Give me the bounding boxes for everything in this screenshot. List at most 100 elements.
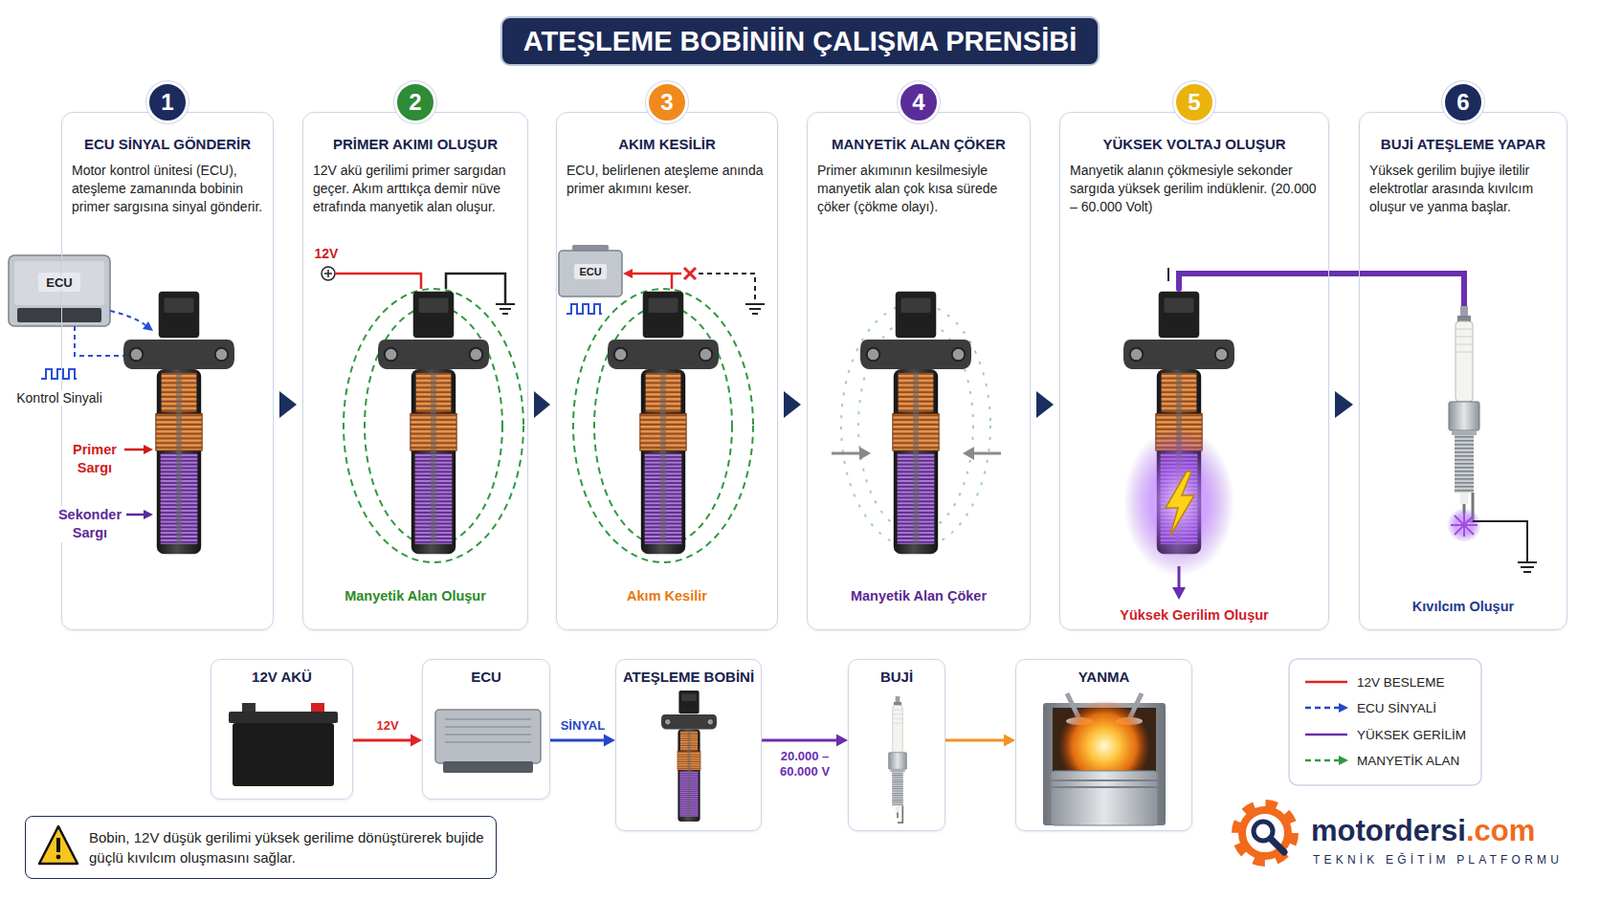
control-signal-arrow [110, 311, 146, 326]
battery-wire [321, 266, 506, 305]
ecu-unit [444, 718, 532, 721]
step-number-text: 4 [911, 89, 925, 115]
box-heading: ATEŞLEME BOBİNİ [622, 668, 755, 687]
step-description: Manyetik alanın çökmesiyle sekonder sarg… [1069, 161, 1319, 217]
ecu-unit [38, 272, 81, 292]
leader-arrow [126, 513, 144, 517]
step-heading: ECU SİNYAL GÖNDERİR [71, 134, 264, 155]
ecu-unit [14, 261, 105, 306]
step-description: Yüksek gerilim bujiye iletilir elektrotl… [1369, 161, 1557, 217]
voltage-label: 12V [314, 245, 339, 262]
connector-label: 20.000 – 60.000 V [768, 749, 842, 780]
battery [228, 703, 338, 787]
leader-arrow [143, 510, 154, 520]
cut-current-wire [622, 268, 633, 279]
warning-icon [39, 826, 78, 865]
battery [228, 711, 338, 724]
step-heading: YÜKSEK VOLTAJ OLUŞUR [1069, 134, 1319, 155]
step-caption: Akım Kesilir [556, 586, 778, 606]
legend-row: MANYETİK ALAN [1303, 751, 1460, 771]
ecu-unit [8, 255, 111, 327]
step-number: 6 [1442, 81, 1485, 124]
legend-line-sample [1303, 751, 1350, 771]
step-arrow [1334, 391, 1354, 419]
ground-symbol [1523, 571, 1532, 574]
flow-box: ATEŞLEME BOBİNİ [615, 659, 762, 832]
step-caption: Manyetik Alan Oluşur [303, 586, 528, 606]
battery [242, 703, 256, 713]
ignition-coil [123, 291, 1235, 556]
combustion-chamber [1050, 779, 1158, 782]
magnetic-field-lines [343, 288, 524, 563]
ground-symbol [752, 312, 758, 315]
legend-line-sample [1305, 707, 1340, 711]
leader-arrow [124, 444, 154, 520]
legend-line-sample [1338, 703, 1349, 713]
step-arrow [1036, 391, 1054, 419]
arrowhead [142, 321, 154, 332]
box-heading: YANMA [1078, 668, 1131, 687]
flow-box: 12V AKÜ [210, 659, 354, 800]
step-panel: ECU SİNYAL GÖNDERİRMotor kontrol ünitesi… [61, 111, 274, 631]
warning-icon [39, 826, 78, 865]
note-text: Bobin, 12V düşük gerilimi yüksek gerilim… [88, 827, 487, 868]
ground-symbol [495, 303, 515, 306]
ecu-unit [444, 719, 532, 743]
ignition-coil [661, 690, 717, 823]
flow-arrow [945, 739, 1004, 743]
part-label: Sekonder Sargı [54, 506, 126, 543]
spark [1454, 515, 1474, 535]
legend-row: 12V BESLEME [1303, 672, 1445, 692]
title-text: ATEŞLEME BOBİNİİN ÇALIŞMA PRENSİBİ [500, 16, 1100, 67]
step-number: 5 [1173, 81, 1216, 124]
leader-arrow [143, 444, 154, 455]
battery-wire [327, 269, 330, 278]
connector [1334, 391, 1354, 419]
logo-icon [1270, 839, 1285, 853]
flow-arrow [550, 739, 604, 743]
cut-current-wire [698, 273, 756, 305]
legend-row: YÜKSEK GERİLİM [1303, 725, 1467, 745]
ignition-coil [607, 291, 719, 556]
step-heading: AKIM KESİLİR [566, 134, 768, 155]
connector [761, 734, 848, 748]
step-caption: Kıvılcım Oluşur [1359, 597, 1567, 617]
box-heading: BUJİ [880, 668, 913, 687]
ecu-label: ECU [43, 275, 75, 290]
high-voltage-glow [1165, 471, 1195, 536]
step-panel: BUJİ ATEŞLEME YAPARYüksek gerilim bujiye… [1358, 111, 1568, 631]
battery [311, 703, 325, 713]
ground-symbol [749, 308, 761, 311]
ignition-coil [377, 291, 489, 556]
flow-arrow [353, 739, 411, 743]
ecu-unit [17, 308, 102, 323]
ecu-unit [574, 264, 607, 280]
title-bar: ATEŞLEME BOBİNİİN ÇALIŞMA PRENSİBİ [0, 16, 1600, 67]
arrowhead [410, 734, 423, 748]
step-number: 1 [146, 81, 189, 124]
connector [945, 734, 1016, 748]
step-arrow [279, 391, 297, 419]
pulse-signal [41, 369, 77, 379]
ecu-unit [435, 710, 541, 774]
legend-text: ECU SİNYALİ [1356, 701, 1437, 716]
arrowhead [1003, 734, 1016, 748]
step-description: ECU, belirlenen ateşleme anında primer a… [566, 161, 768, 199]
collapse-arrow [859, 446, 871, 461]
battery-wire [445, 273, 506, 305]
pulse-signal [566, 304, 602, 314]
step-heading: MANYETİK ALAN ÇÖKER [817, 134, 1021, 155]
cut-current-wire [684, 267, 696, 280]
ground-symbol [502, 312, 509, 315]
flow-box: BUJİ [847, 659, 946, 832]
legend-text: YÜKSEK GERİLİM [1356, 728, 1467, 743]
cut-current-wire [631, 273, 672, 289]
battery-wire [321, 266, 335, 281]
step-description: 12V akü gerilimi primer sargıdan geçer. … [312, 161, 518, 217]
high-voltage-wire [1178, 273, 1465, 309]
combustion-chamber [1050, 771, 1158, 826]
logo-tagline: TEKNİK EĞİTİM PLATFORMU [1312, 853, 1563, 867]
combustion-chamber [1050, 786, 1158, 789]
arrowhead [603, 734, 616, 748]
